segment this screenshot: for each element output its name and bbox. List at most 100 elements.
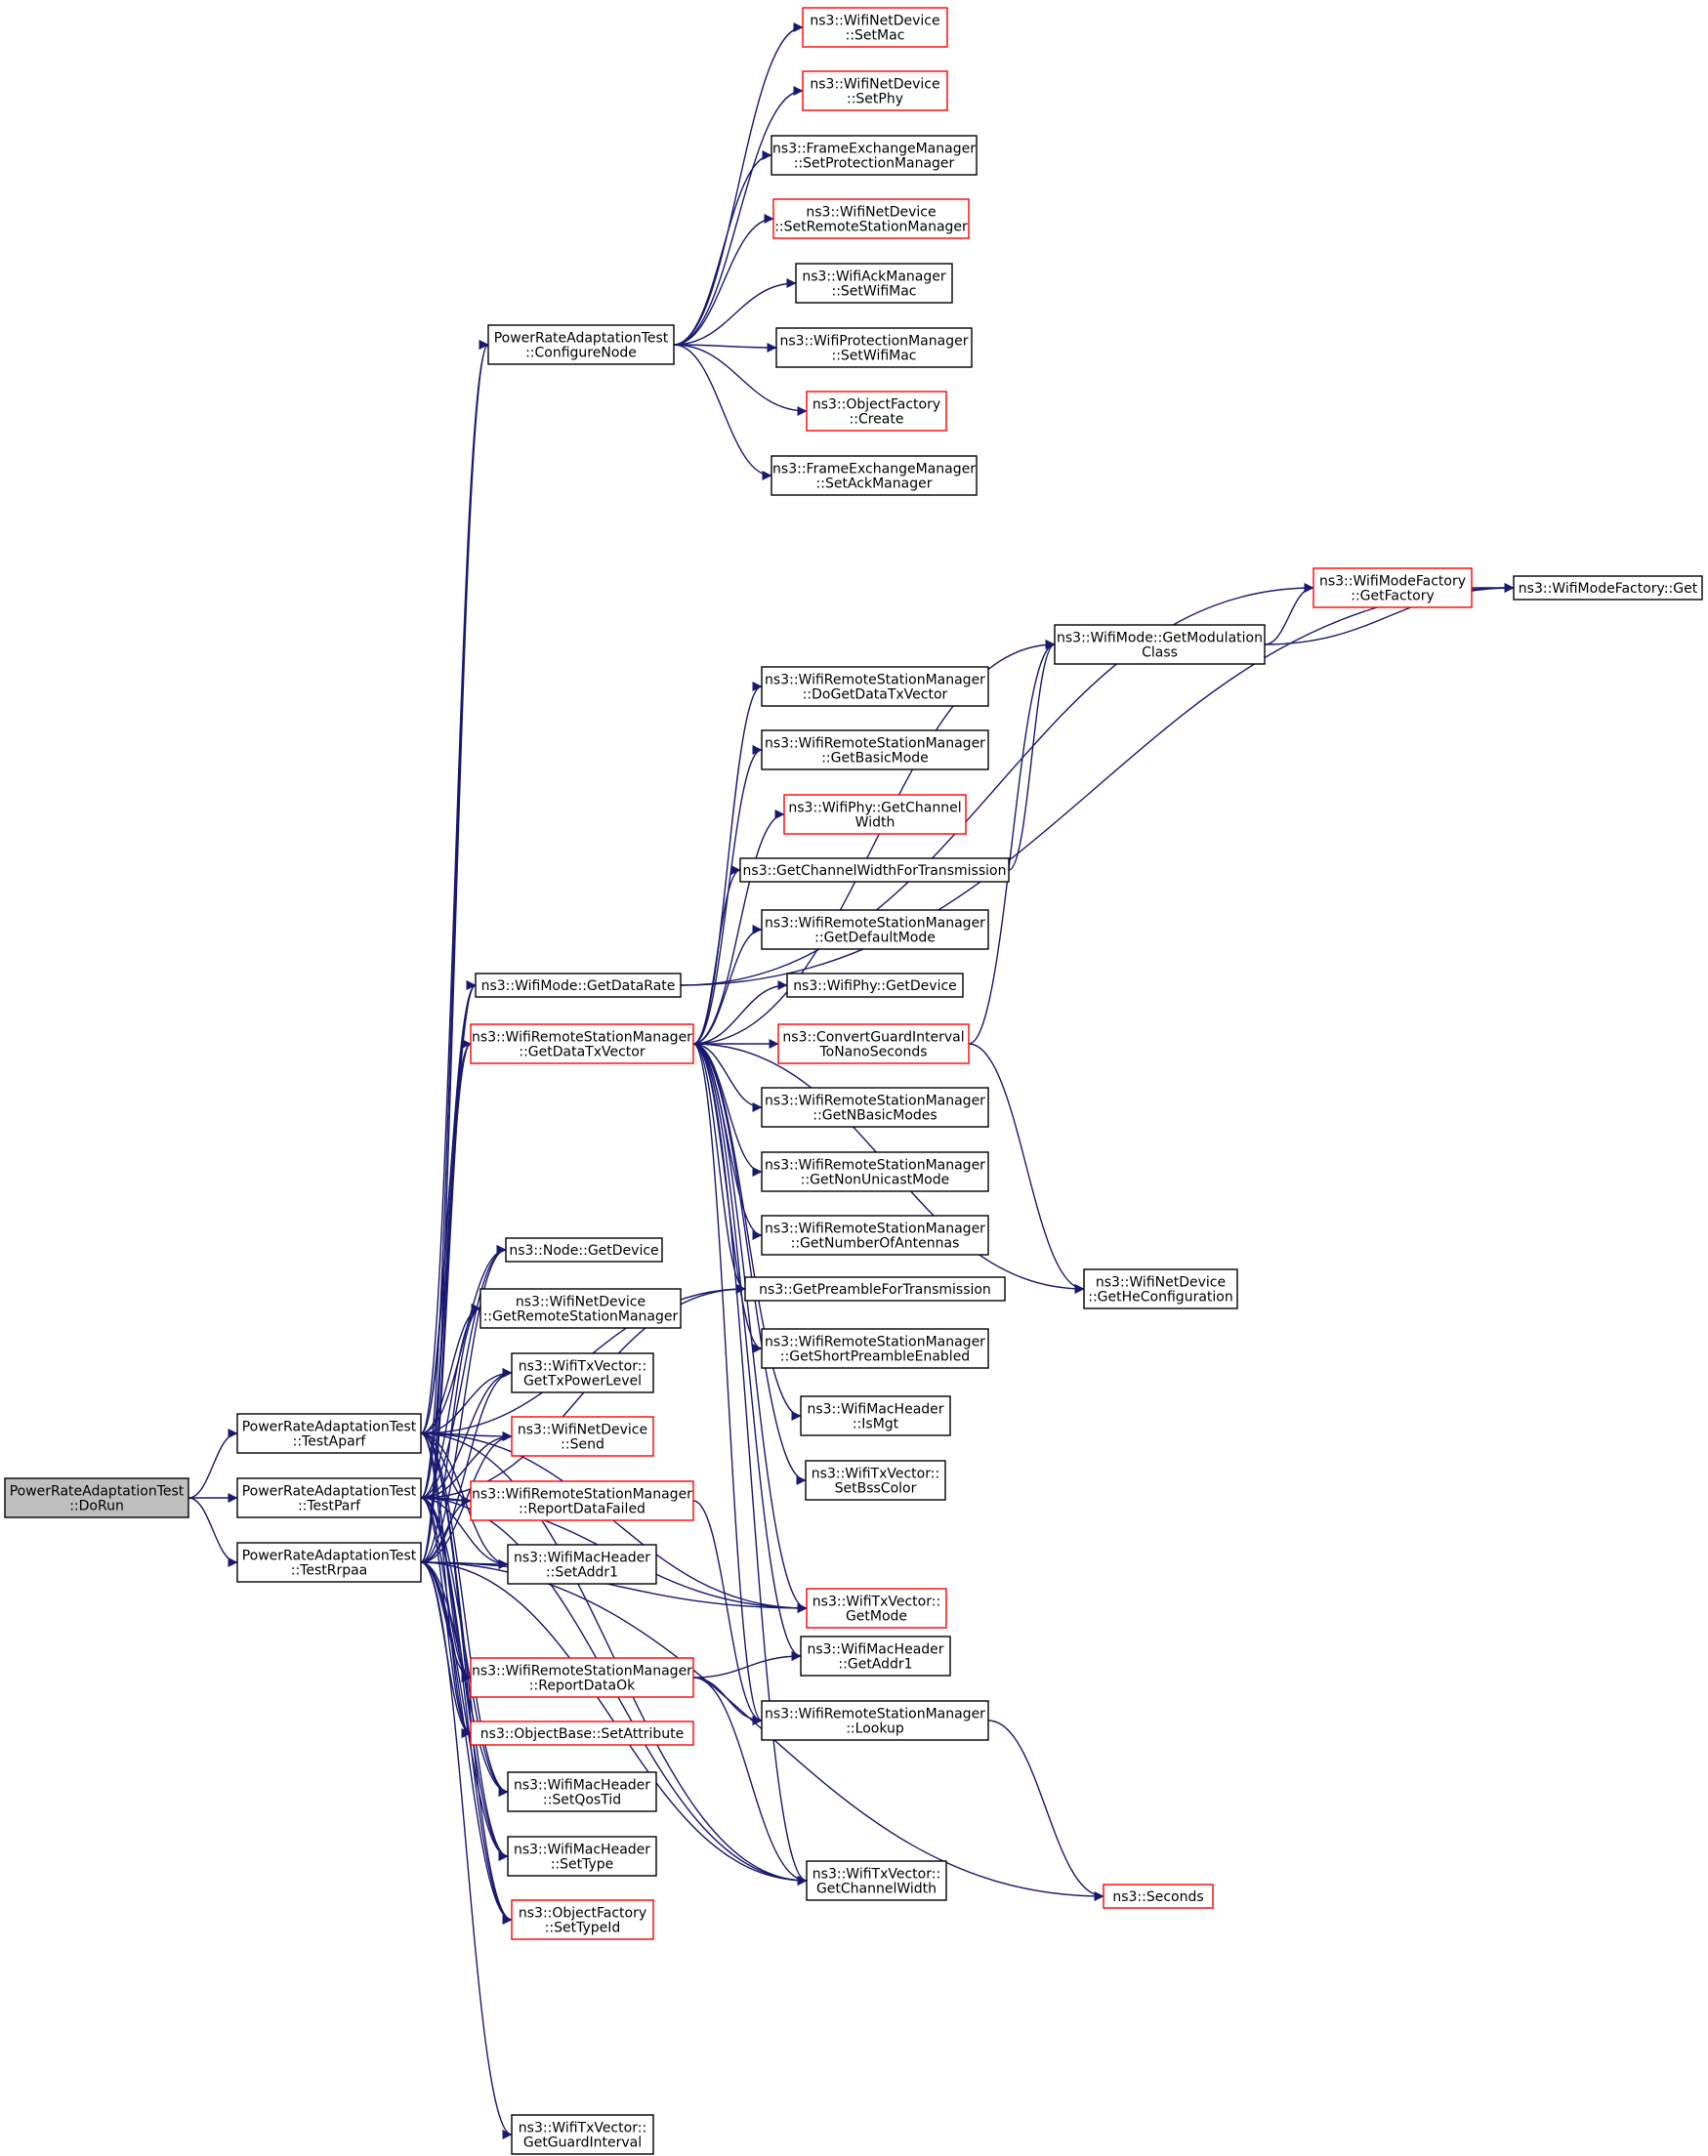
- node-setbsscolor[interactable]: ns3::WifiTxVector::SetBssColor: [805, 1460, 946, 1501]
- node-getnonunicastmode[interactable]: ns3::WifiRemoteStationManager::GetNonUni…: [761, 1151, 989, 1192]
- node-label-line: ns3::WifiPhy::GetChannel: [788, 801, 961, 816]
- node-label-line: ::GetNonUnicastMode: [801, 1173, 950, 1188]
- node-label-line: ns3::WifiMode::GetDataRate: [481, 978, 676, 994]
- node-label-line: ns3::WifiAckManager: [802, 270, 945, 285]
- node-setphy[interactable]: ns3::WifiNetDevice::SetPhy: [802, 70, 948, 111]
- node-getcwfortx[interactable]: ns3::GetChannelWidthForTransmission: [739, 857, 1010, 883]
- node-setattribute[interactable]: ns3::ObjectBase::SetAttribute: [470, 1721, 694, 1746]
- node-label-line: ns3::WifiNetDevice: [810, 77, 939, 93]
- node-settypeid[interactable]: ns3::ObjectFactory::SetTypeId: [511, 1899, 654, 1940]
- edge-reportdatafailed-to-lookup: [692, 1500, 763, 1725]
- node-settype[interactable]: ns3::WifiMacHeader::SetType: [507, 1836, 657, 1877]
- node-getnbasicmodes[interactable]: ns3::WifiRemoteStationManager::GetNBasic…: [761, 1087, 989, 1128]
- node-setackmgr[interactable]: ns3::FrameExchangeManager::SetAckManager: [771, 455, 978, 496]
- node-label-line: ::GetNBasicModes: [812, 1108, 937, 1124]
- node-label-line: ::SetRemoteStationManager: [774, 220, 968, 235]
- node-label-line: ns3::WifiMacHeader: [807, 1402, 943, 1418]
- node-reportdatafailed[interactable]: ns3::WifiRemoteStationManager::ReportDat…: [470, 1480, 694, 1521]
- node-label-line: ns3::WifiRemoteStationManager: [765, 736, 985, 752]
- node-ackmgr-setwifimac[interactable]: ns3::WifiAckManager::SetWifiMac: [795, 263, 953, 304]
- node-dorun[interactable]: PowerRateAdaptationTest::DoRun: [4, 1477, 189, 1518]
- edge-getdatatxvector-to-lookup: [692, 1043, 763, 1725]
- edge-convertgi-to-getmodclass: [968, 640, 1056, 1045]
- node-getguardinterval[interactable]: ns3::WifiTxVector::GetGuardInterval: [511, 2114, 654, 2155]
- node-setqostid[interactable]: ns3::WifiMacHeader::SetQosTid: [507, 1771, 657, 1812]
- edge-dorun-to-testrrpaa: [187, 1497, 238, 1567]
- node-setprotmgr[interactable]: ns3::FrameExchangeManager::SetProtection…: [771, 135, 978, 176]
- node-label-line: ns3::WifiTxVector::: [812, 1867, 940, 1883]
- node-box: [783, 794, 967, 835]
- node-box: [470, 1721, 694, 1746]
- node-box: [511, 1416, 654, 1457]
- node-label-line: ns3::WifiMacHeader: [514, 1551, 650, 1566]
- node-label-line: ns3::FrameExchangeManager: [772, 142, 976, 157]
- node-label-line: ::IsMgt: [853, 1417, 899, 1432]
- node-phy-getdevice[interactable]: ns3::WifiPhy::GetDevice: [786, 973, 964, 998]
- node-label-line: ns3::ConvertGuardInterval: [782, 1030, 964, 1046]
- node-setaddr1[interactable]: ns3::WifiMacHeader::SetAddr1: [507, 1544, 657, 1585]
- node-box: [761, 729, 989, 770]
- node-wmf-get[interactable]: ns3::WifiModeFactory::Get: [1513, 575, 1703, 601]
- node-box: [507, 1771, 657, 1812]
- node-getdatatxvector[interactable]: ns3::WifiRemoteStationManager::GetDataTx…: [470, 1023, 694, 1064]
- node-node-getdevice[interactable]: ns3::Node::GetDevice: [505, 1237, 663, 1263]
- edge-testparf-to-setqostid: [420, 1497, 509, 1797]
- node-gethecfg[interactable]: ns3::WifiNetDevice::GetHeConfiguration: [1083, 1268, 1238, 1309]
- node-box: [505, 1237, 663, 1263]
- edge-configurenode-to-setprotmgr: [673, 150, 772, 346]
- node-getdatarate[interactable]: ns3::WifiMode::GetDataRate: [475, 973, 682, 998]
- edge-testrrpaa-to-getguardinterval: [420, 1561, 513, 2139]
- node-testparf[interactable]: PowerRateAdaptationTest::TestParf: [236, 1477, 422, 1518]
- node-dogetdatatxvector[interactable]: ns3::WifiRemoteStationManager::DoGetData…: [761, 666, 989, 707]
- node-box: [777, 1023, 970, 1064]
- node-box: [761, 1700, 989, 1741]
- node-getnumantennas[interactable]: ns3::WifiRemoteStationManager::GetNumber…: [761, 1215, 989, 1256]
- node-label-line: ns3::GetPreambleForTransmission: [759, 1282, 991, 1298]
- node-label-line: SetBssColor: [835, 1481, 917, 1497]
- edge-getcwfortx-to-getmodclass: [1008, 640, 1056, 871]
- node-getfactory[interactable]: ns3::WifiModeFactory::GetFactory: [1312, 567, 1473, 608]
- node-label-line: ::SetPhy: [847, 92, 903, 107]
- node-reportdataok[interactable]: ns3::WifiRemoteStationManager::ReportDat…: [470, 1657, 694, 1698]
- node-getaddr1[interactable]: ns3::WifiMacHeader::GetAddr1: [800, 1636, 951, 1677]
- node-seconds[interactable]: ns3::Seconds: [1103, 1884, 1214, 1909]
- node-configurenode[interactable]: PowerRateAdaptationTest::ConfigureNode: [487, 324, 675, 365]
- node-getmode[interactable]: ns3::WifiTxVector::GetMode: [806, 1588, 947, 1629]
- node-label-line: ns3::WifiRemoteStationManager: [765, 1707, 985, 1722]
- node-getdefaultmode[interactable]: ns3::WifiRemoteStationManager::GetDefaul…: [761, 909, 989, 950]
- node-testaparf[interactable]: PowerRateAdaptationTest::TestAparf: [236, 1413, 422, 1454]
- node-box: [802, 70, 948, 111]
- node-label-line: Width: [855, 815, 896, 831]
- node-ismgt[interactable]: ns3::WifiMacHeader::IsMgt: [800, 1395, 951, 1436]
- node-label-line: ::TestParf: [298, 1499, 361, 1514]
- node-setrsm[interactable]: ns3::WifiNetDevice::SetRemoteStationMana…: [772, 198, 970, 239]
- node-getpreamble[interactable]: ns3::GetPreambleForTransmission: [744, 1276, 1006, 1302]
- node-box: [1513, 575, 1703, 601]
- edge-testaparf-to-getrsm: [420, 1304, 481, 1434]
- node-setmac[interactable]: ns3::WifiNetDevice::SetMac: [802, 7, 948, 48]
- node-box: [1054, 624, 1266, 665]
- node-getrsm[interactable]: ns3::WifiNetDevice::GetRemoteStationMana…: [479, 1288, 682, 1329]
- node-getshortpreamble[interactable]: ns3::WifiRemoteStationManager::GetShortP…: [761, 1328, 989, 1369]
- node-gettxpowerlevel[interactable]: ns3::WifiTxVector::GetTxPowerLevel: [511, 1352, 654, 1393]
- node-lookup[interactable]: ns3::WifiRemoteStationManager::Lookup: [761, 1700, 989, 1741]
- node-protmgr-setwifimac[interactable]: ns3::WifiProtectionManager::SetWifiMac: [775, 327, 973, 368]
- edge-testparf-to-getrsm: [420, 1304, 481, 1499]
- edge-testaparf-to-txv_getchannelwidth: [420, 1432, 808, 1886]
- node-label-line: ::ConfigureNode: [525, 346, 637, 361]
- node-label-line: ns3::WifiTxVector::: [812, 1467, 939, 1482]
- node-phy-getchannelwidth[interactable]: ns3::WifiPhy::GetChannelWidth: [783, 794, 967, 835]
- node-box: [470, 1480, 694, 1521]
- node-of-create[interactable]: ns3::ObjectFactory::Create: [806, 391, 947, 432]
- edge-testrrpaa-to-getmode: [420, 1561, 808, 1613]
- node-label-line: PowerRateAdaptationTest: [242, 1420, 417, 1435]
- node-box: [739, 857, 1010, 883]
- node-send[interactable]: ns3::WifiNetDevice::Send: [511, 1416, 654, 1457]
- node-testrrpaa[interactable]: PowerRateAdaptationTest::TestRrpaa: [236, 1542, 422, 1583]
- node-label-line: ns3::WifiNetDevice: [806, 205, 936, 221]
- node-getbasicmode[interactable]: ns3::WifiRemoteStationManager::GetBasicM…: [761, 729, 989, 770]
- node-box: [470, 1023, 694, 1064]
- node-txv-getchannelwidth[interactable]: ns3::WifiTxVector::GetChannelWidth: [806, 1860, 947, 1901]
